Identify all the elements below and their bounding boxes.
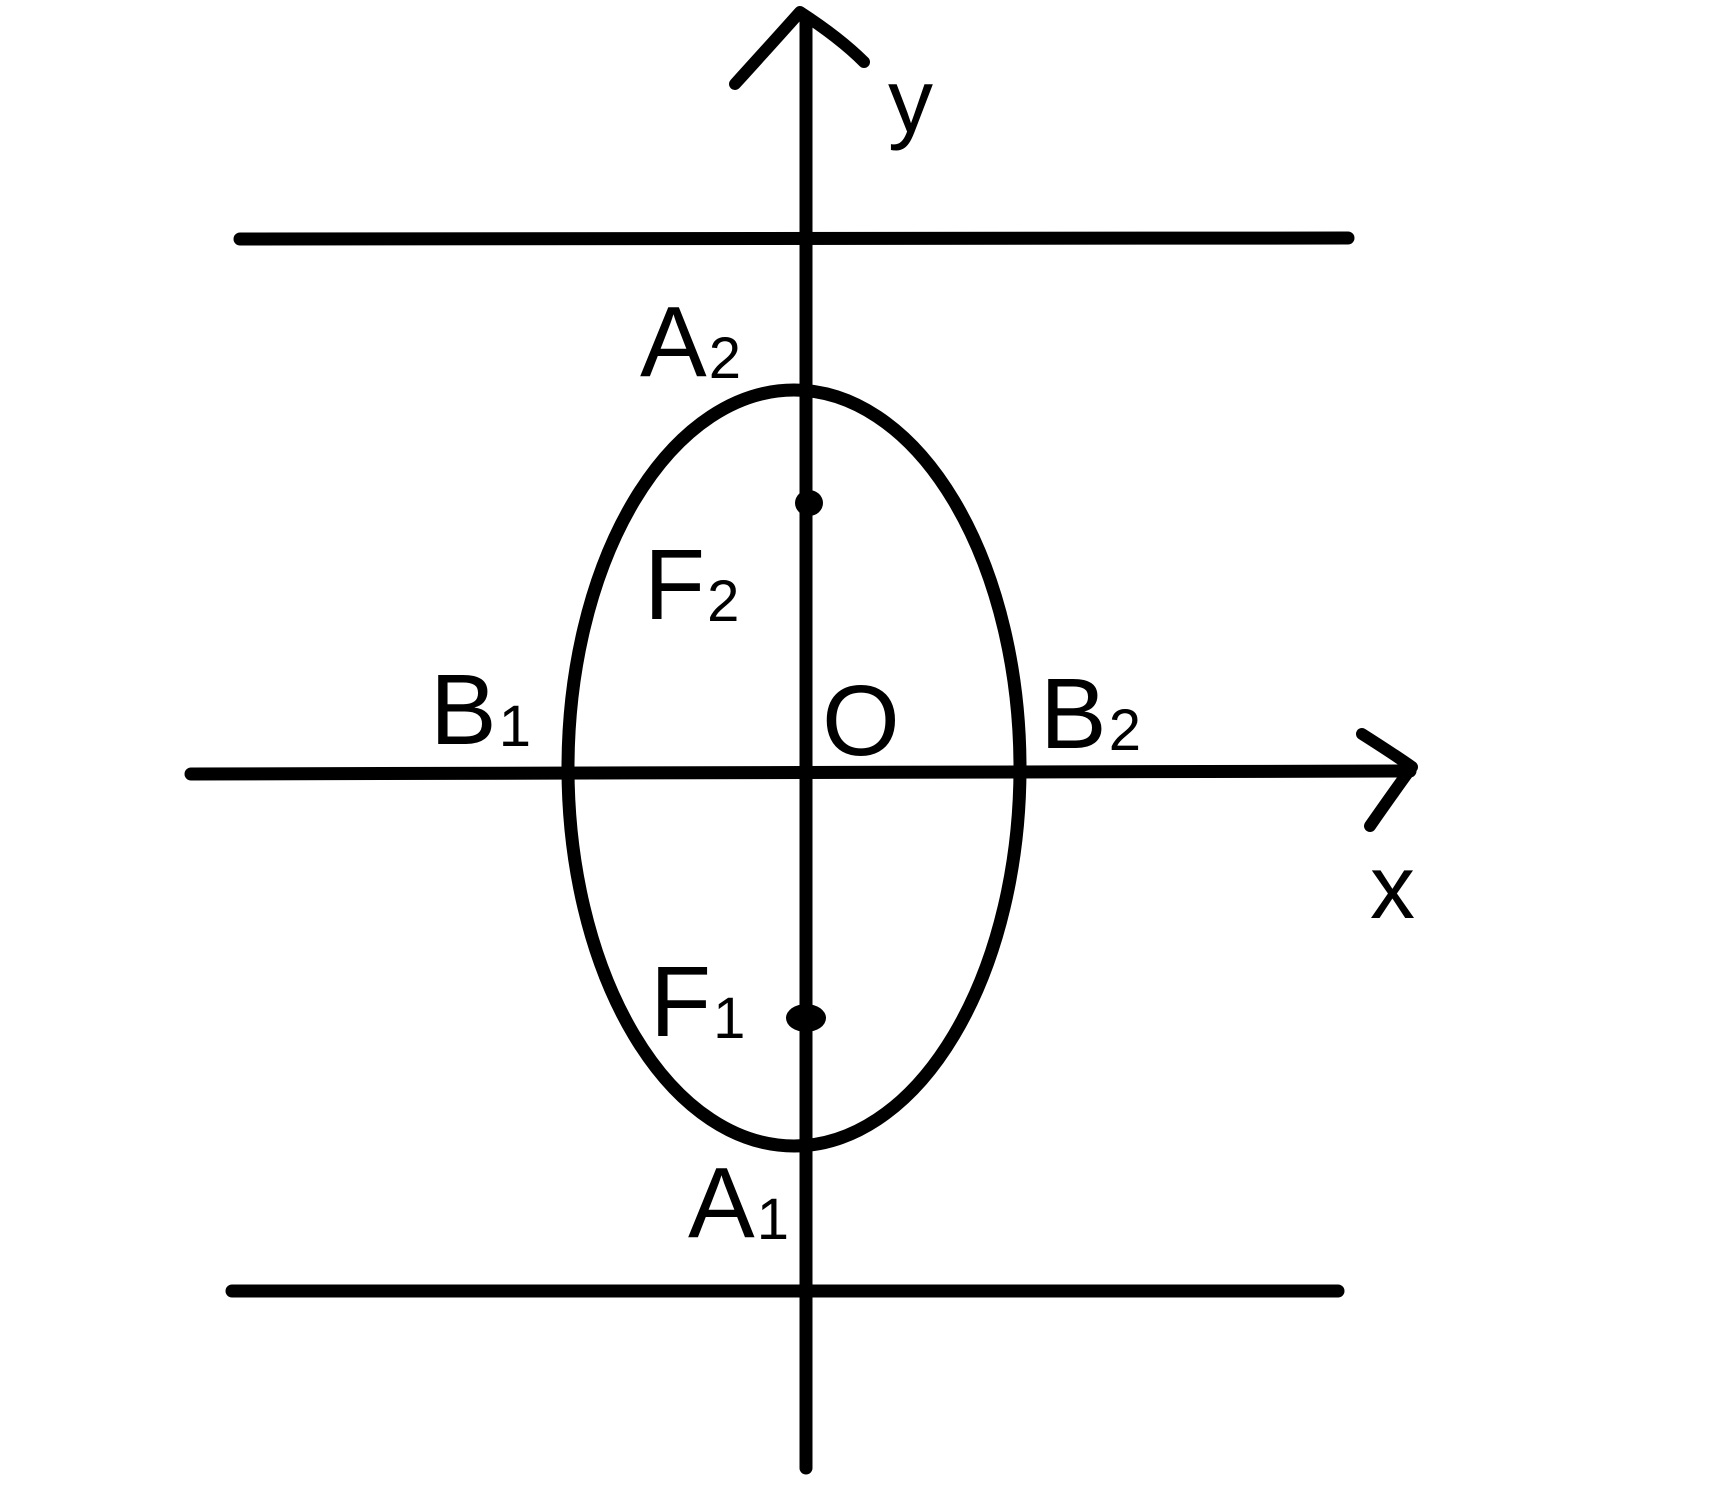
ellipse-curve xyxy=(561,383,1027,1153)
upper-directrix-line xyxy=(233,231,1355,246)
focus-point-f2 xyxy=(795,490,823,516)
point-label-a1: A1 xyxy=(688,1147,789,1259)
point-label-b1: B1 xyxy=(430,654,531,766)
y-axis-arrowhead xyxy=(729,6,870,90)
point-label-a2: A2 xyxy=(640,286,741,398)
origin-label: O xyxy=(822,665,900,777)
x-axis-arrowhead xyxy=(1356,728,1418,832)
point-label-f2: F2 xyxy=(644,529,739,641)
x-axis-label: x xyxy=(1370,838,1415,938)
point-label-b2: B2 xyxy=(1040,658,1141,770)
point-label-f1: F1 xyxy=(650,946,745,1058)
focus-point-f1 xyxy=(786,1004,826,1032)
y-axis-label: y xyxy=(888,52,933,152)
